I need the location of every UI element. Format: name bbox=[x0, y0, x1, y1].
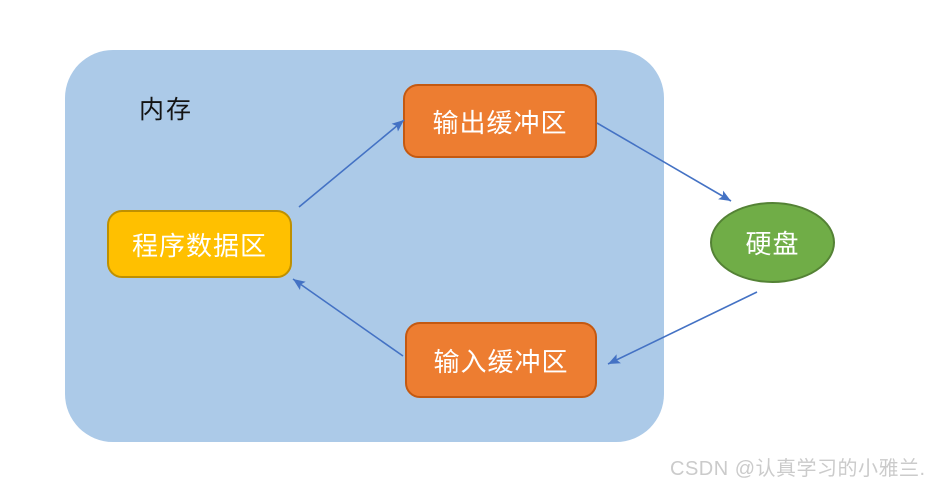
node-disk-label: 硬盘 bbox=[745, 229, 800, 259]
node-input-buffer-label: 输入缓冲区 bbox=[433, 346, 569, 377]
node-disk: 硬盘 bbox=[710, 202, 835, 283]
watermark: CSDN @认真学习的小雅兰. bbox=[670, 458, 926, 480]
node-program-data: 程序数据区 bbox=[107, 210, 292, 278]
node-program-data-label: 程序数据区 bbox=[131, 230, 267, 261]
node-output-buffer: 输出缓冲区 bbox=[403, 84, 597, 158]
node-output-buffer-label: 输出缓冲区 bbox=[432, 107, 568, 138]
node-input-buffer: 输入缓冲区 bbox=[405, 322, 597, 398]
memory-label: 内存 bbox=[139, 96, 194, 124]
